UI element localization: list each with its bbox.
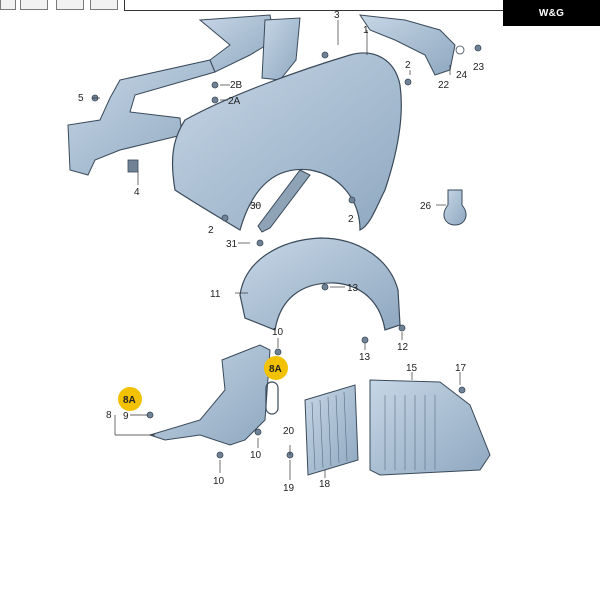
- callout-10-lower[interactable]: 10: [213, 476, 225, 487]
- callout-12[interactable]: 12: [397, 342, 409, 353]
- search-icon[interactable]: [56, 0, 84, 10]
- callout-20[interactable]: 20: [283, 426, 295, 437]
- callout-13-upper[interactable]: 13: [347, 283, 359, 294]
- brand-logo-text: W&G: [538, 7, 565, 19]
- callout-30[interactable]: 30: [250, 201, 262, 212]
- callout-10-upper[interactable]: 10: [272, 327, 284, 338]
- callout-18[interactable]: 18: [319, 479, 331, 490]
- callout-17[interactable]: 17: [455, 363, 467, 374]
- highlight-badge-left: [118, 387, 142, 411]
- part-1-fender[interactable]: [171, 52, 402, 231]
- callout-24[interactable]: 24: [456, 70, 468, 81]
- callout-31[interactable]: 31: [226, 239, 238, 250]
- callout-22[interactable]: 22: [438, 80, 450, 91]
- highlight-badge-mid: [264, 356, 288, 380]
- callout-8[interactable]: 8: [106, 410, 112, 421]
- toolbar-button-back[interactable]: [0, 0, 16, 10]
- callout-4[interactable]: 4: [134, 187, 140, 198]
- callout-10-mid[interactable]: 10: [250, 450, 262, 461]
- callout-19[interactable]: 19: [283, 483, 295, 494]
- callout-3[interactable]: 3: [334, 10, 340, 21]
- part-11-wheel-liner[interactable]: [239, 237, 401, 331]
- toolbar: [0, 0, 505, 12]
- zoom-icon[interactable]: [90, 0, 118, 10]
- callout-11[interactable]: 11: [210, 289, 221, 300]
- part-30-strip[interactable]: [257, 169, 311, 233]
- callout-26[interactable]: 26: [420, 201, 432, 212]
- part-26-seal[interactable]: [443, 189, 467, 226]
- callout-2-top[interactable]: 2: [405, 60, 411, 71]
- callout-2B[interactable]: 2B: [230, 80, 243, 91]
- callout-15[interactable]: 15: [406, 363, 418, 374]
- part-8-lower-liner[interactable]: [148, 344, 271, 446]
- callout-2-fender[interactable]: 2: [348, 214, 354, 225]
- callout-8A-left[interactable]: 8A: [123, 395, 136, 406]
- callout-9[interactable]: 9: [123, 411, 129, 422]
- part-8A-gasket[interactable]: [265, 381, 279, 415]
- part-5-frame-bracket[interactable]: [67, 14, 301, 176]
- brand-logo: W&G: [503, 0, 600, 26]
- callout-2A[interactable]: 2A: [228, 96, 241, 107]
- part-15-air-guide[interactable]: [369, 379, 491, 476]
- callout-2-left[interactable]: 2: [208, 225, 214, 236]
- toolbar-button-select[interactable]: [20, 0, 48, 10]
- callout-13-lower[interactable]: 13: [359, 352, 371, 363]
- callout-23[interactable]: 23: [473, 62, 485, 73]
- callout-8A-mid[interactable]: 8A: [269, 364, 282, 375]
- part-22-bracket[interactable]: [358, 14, 456, 76]
- callout-1[interactable]: 1: [363, 25, 369, 36]
- callout-5[interactable]: 5: [78, 93, 84, 104]
